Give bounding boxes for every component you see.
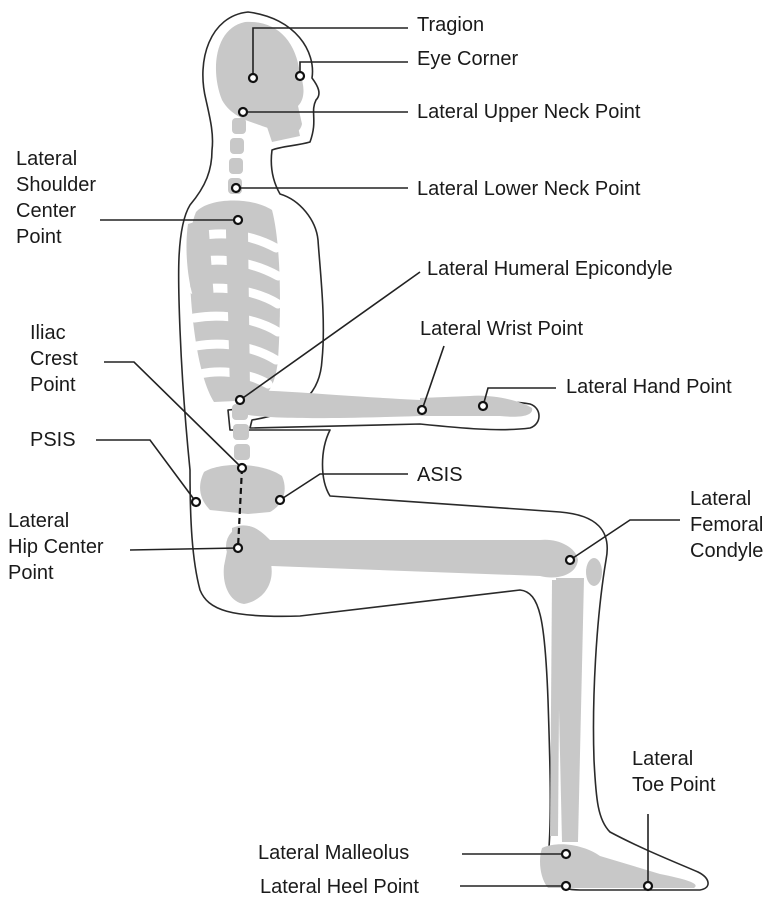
label-lateral-hip-center-point: Lateral Hip Center Point [8,508,104,586]
label-lateral-lower-neck-point: Lateral Lower Neck Point [417,176,640,202]
lateral-hand-point-marker [479,402,487,410]
lateral-heel-point-marker [562,882,570,890]
forearm [236,391,427,418]
lateral-shoulder-center-point-marker [234,216,242,224]
label-lateral-upper-neck-point: Lateral Upper Neck Point [417,99,640,125]
lateral-wrist-point-marker [418,406,426,414]
iliac-crest-point-marker [238,464,246,472]
label-lateral-toe-point: Lateral Toe Point [632,746,715,798]
label-lateral-wrist-point: Lateral Wrist Point [420,316,583,342]
label-lateral-hand-point: Lateral Hand Point [566,374,732,400]
asis-marker [276,496,284,504]
label-lateral-femoral-condyle: Lateral Femoral Condyle [690,486,763,564]
vertebra [232,118,246,134]
label-lateral-humeral-epicondyle: Lateral Humeral Epicondyle [427,256,673,282]
vertebra [230,138,244,154]
label-lateral-shoulder-center-point: Lateral Shoulder Center Point [16,146,96,250]
lateral-upper-neck-point-marker [239,108,247,116]
label-psis: PSIS [30,427,76,453]
label-tragion: Tragion [417,12,484,38]
lateral-femoral-condyle-marker [566,556,574,564]
tragion-marker [249,74,257,82]
eye-corner-marker [296,72,304,80]
hand [420,396,532,417]
lateral-humeral-epicondyle-marker [236,396,244,404]
label-lateral-malleolus: Lateral Malleolus [258,840,409,866]
femoral-head [226,526,266,566]
label-iliac-crest-point: Iliac Crest Point [30,320,78,398]
vertebra [229,158,243,174]
lateral-toe-point-marker [644,882,652,890]
vertebra [234,444,250,460]
vertebra [233,424,249,440]
humerus [226,212,250,402]
label-asis: ASIS [417,462,463,488]
lateral-lower-neck-point-marker [232,184,240,192]
label-lateral-heel-point: Lateral Heel Point [260,874,419,900]
lateral-hip-center-point-marker [234,544,242,552]
label-eye-corner: Eye Corner [417,46,518,72]
body-outline [179,12,708,890]
lateral-malleolus-marker [562,850,570,858]
psis-marker [192,498,200,506]
patella [586,558,602,586]
